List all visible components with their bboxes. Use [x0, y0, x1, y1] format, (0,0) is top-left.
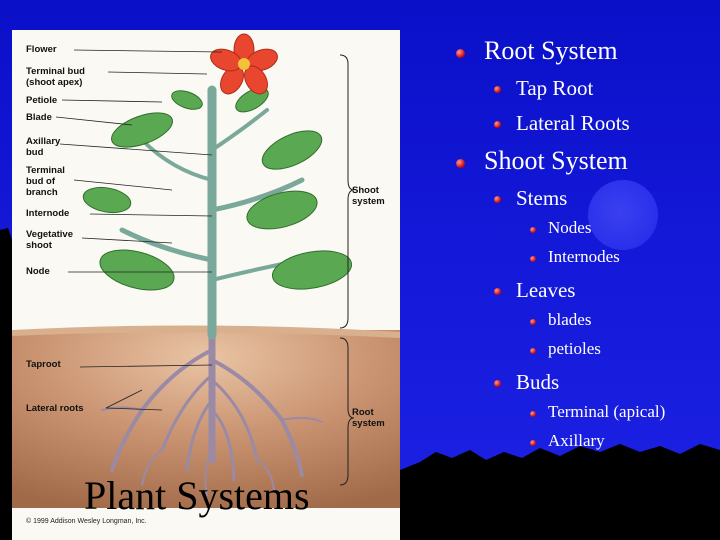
label-node: Node: [26, 266, 50, 277]
bullet-icon: [530, 440, 536, 446]
label-flower: Flower: [26, 44, 57, 55]
label-root-system: Root system: [352, 407, 385, 429]
bullet-icon: [494, 86, 501, 93]
system-brackets: [339, 54, 355, 486]
label-vegetative-shoot: Vegetative shoot: [26, 229, 73, 251]
plant-illustration: [12, 33, 400, 540]
leader-lines: [55, 49, 223, 411]
label-terminal-bud-branch: Terminal bud of branch: [26, 165, 65, 198]
stems: [119, 85, 305, 340]
flower: [210, 33, 278, 95]
bullet-icon: [494, 380, 501, 387]
label-lateral-roots: Lateral roots: [26, 403, 84, 414]
bullet-icon: [530, 411, 536, 417]
label-taproot: Taproot: [26, 359, 61, 370]
bullet-icon: [456, 159, 465, 168]
label-internode: Internode: [26, 208, 70, 219]
label-blade: Blade: [26, 112, 52, 123]
label-terminal-bud: Terminal bud (shoot apex): [26, 66, 85, 88]
bullet-icon: [530, 319, 536, 325]
bullet-icon: [530, 256, 536, 262]
label-shoot-system: Shoot system: [352, 185, 385, 207]
slide-title: Plant Systems: [84, 473, 310, 518]
leaves: [82, 87, 353, 291]
bullet-icon: [494, 288, 501, 295]
plant-diagram: Flower Terminal bud (shoot apex) Petiole…: [12, 30, 400, 540]
label-petiole: Petiole: [26, 95, 58, 106]
label-axillary-bud: Axillary bud: [26, 136, 61, 158]
roots: [101, 326, 323, 496]
bullet-icon: [530, 348, 536, 354]
bullet-icon: [456, 49, 465, 58]
bullet-icon: [530, 227, 536, 233]
bullet-icon: [494, 196, 501, 203]
moon-decoration: [588, 180, 658, 250]
copyright-notice: © 1999 Addison Wesley Longman, Inc.: [26, 518, 147, 525]
bullet-icon: [494, 121, 501, 128]
